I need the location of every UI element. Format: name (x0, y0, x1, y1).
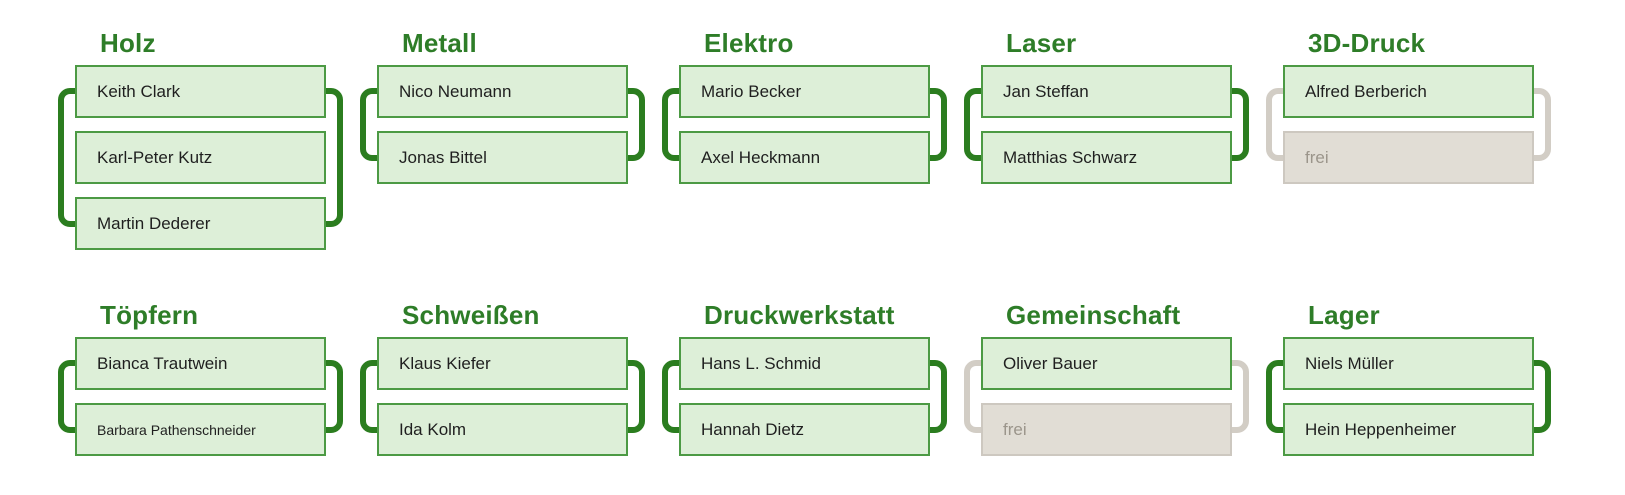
member-slot[interactable]: Karl-Peter Kutz (75, 131, 326, 184)
group-title: Gemeinschaft (1006, 300, 1181, 330)
member-slot[interactable]: Alfred Berberich (1283, 65, 1534, 118)
member-slot[interactable]: Niels Müller (1283, 337, 1534, 390)
free-slot[interactable]: frei (981, 403, 1232, 456)
group-title: 3D-Druck (1308, 28, 1426, 58)
member-slot[interactable]: Hannah Dietz (679, 403, 930, 456)
slot-stack: Oliver Bauer frei (964, 337, 1249, 456)
member-slot[interactable]: Bianca Trautwein (75, 337, 326, 390)
member-slot[interactable]: Hans L. Schmid (679, 337, 930, 390)
slot-stack: Alfred Berberich frei (1266, 65, 1551, 184)
member-slot[interactable]: Keith Clark (75, 65, 326, 118)
group-title: Lager (1308, 300, 1380, 330)
group-title: Elektro (704, 28, 794, 58)
member-slot[interactable]: Nico Neumann (377, 65, 628, 118)
free-slot[interactable]: frei (1283, 131, 1534, 184)
group-title: Metall (402, 28, 477, 58)
group-title: Schweißen (402, 300, 540, 330)
member-slot[interactable]: Mario Becker (679, 65, 930, 118)
group-title: Holz (100, 28, 156, 58)
group-title: Töpfern (100, 300, 199, 330)
member-slot[interactable]: Hein Heppenheimer (1283, 403, 1534, 456)
group-title: Laser (1006, 28, 1077, 58)
member-slot[interactable]: Oliver Bauer (981, 337, 1232, 390)
member-slot[interactable]: Martin Dederer (75, 197, 326, 250)
group-title: Druckwerkstatt (704, 300, 895, 330)
member-slot[interactable]: Ida Kolm (377, 403, 628, 456)
member-slot[interactable]: Barbara Pathenschneider (75, 403, 326, 456)
member-slot[interactable]: Klaus Kiefer (377, 337, 628, 390)
member-slot[interactable]: Axel Heckmann (679, 131, 930, 184)
member-slot[interactable]: Jonas Bittel (377, 131, 628, 184)
member-slot[interactable]: Matthias Schwarz (981, 131, 1232, 184)
member-slot[interactable]: Jan Steffan (981, 65, 1232, 118)
